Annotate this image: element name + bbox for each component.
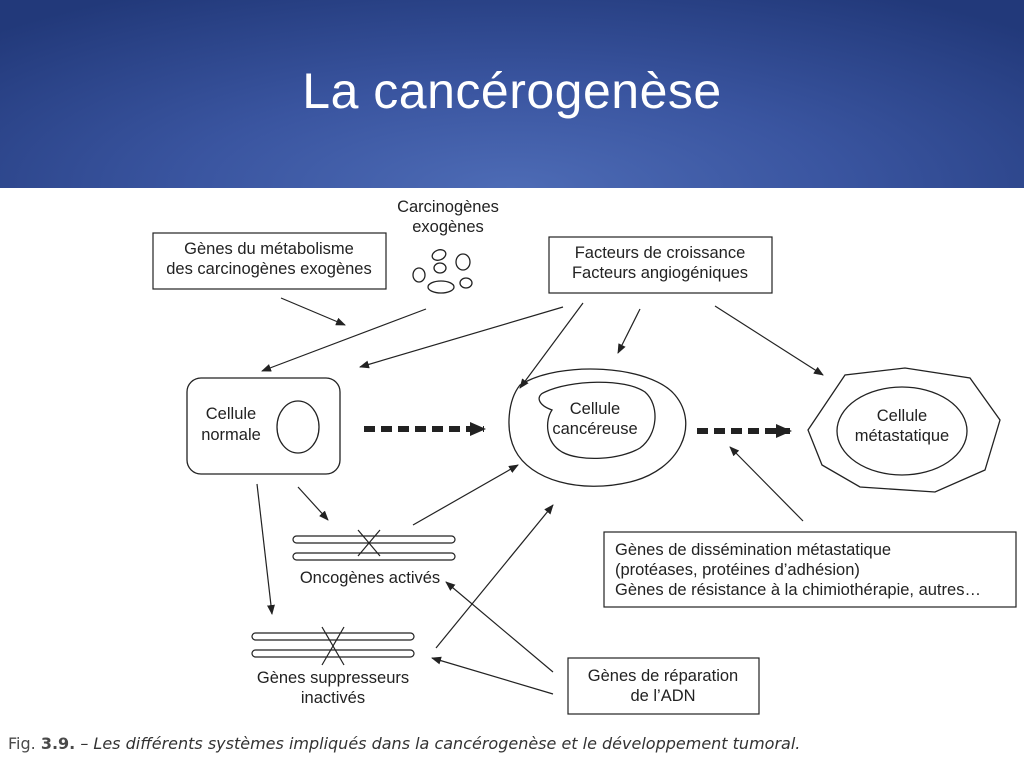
metastatic-genes-box: Gènes de dissémination métastatique (pro…	[603, 531, 1017, 608]
arrow-oncogenes-to-cancer	[412, 464, 519, 526]
caption-text: – Les différents systèmes impliqués dans…	[75, 734, 801, 753]
metastatic-cell: Cellule métastatique	[807, 367, 1001, 493]
metabolism-genes-line2: des carcinogènes exogènes	[166, 260, 371, 278]
figure-number: Fig. 3.9.	[8, 734, 76, 753]
inactivated-suppressor-genes: Gènes suppresseurs inactivés	[251, 626, 415, 707]
arrow-metabolism-to-normal	[280, 297, 346, 326]
arrow-repair-to-oncogenes	[445, 581, 554, 673]
metastatic-cell-line1: Cellule	[877, 407, 927, 425]
oncogenes-label: Oncogènes activés	[300, 569, 440, 587]
growth-factors-line1: Facteurs de croissance	[575, 244, 746, 262]
arrow-growth-to-metastatic	[714, 305, 824, 376]
growth-factors-box: Facteurs de croissance Facteurs angiogén…	[548, 236, 773, 294]
arrow-growth-to-normal	[359, 306, 564, 369]
growth-factors-line2: Facteurs angiogéniques	[572, 264, 748, 282]
activated-oncogenes: Oncogènes activés	[292, 529, 456, 587]
carcinogens-label-line1: Carcinogènes	[397, 198, 499, 216]
metastatic-genes-line2: (protéases, protéines d’adhésion)	[615, 561, 860, 579]
arrow-metastatic-genes-to-transition	[729, 446, 804, 522]
figure-caption: Fig. 3.9. – Les différents systèmes impl…	[8, 734, 1018, 753]
carcinogen-particles-icon	[412, 249, 473, 294]
slide-header: La cancérogenèse	[0, 0, 1024, 188]
dna-strand-icon	[292, 529, 456, 561]
arrow-repair-to-suppressors	[431, 656, 554, 695]
metastatic-cell-line2: métastatique	[855, 427, 949, 445]
metastatic-genes-line3: Gènes de résistance à la chimiothérapie,…	[615, 581, 981, 599]
exogenous-carcinogens: Carcinogènes exogènes	[397, 198, 499, 294]
diagram-arrows	[256, 297, 824, 695]
arrow-suppressors-to-cancer	[435, 504, 554, 649]
cancer-cell-line2: cancéreuse	[552, 420, 637, 438]
suppressor-genes-line2: inactivés	[301, 689, 365, 707]
metabolism-genes-line1: Gènes du métabolisme	[184, 240, 354, 258]
suppressor-genes-line1: Gènes suppresseurs	[257, 669, 409, 687]
dna-repair-genes-box: Gènes de réparation de l’ADN	[567, 657, 760, 715]
arrow-growth-to-cancer	[617, 308, 641, 354]
arrow-carcinogens-to-normal	[261, 308, 427, 372]
arrow-growth-to-cancer-top	[519, 302, 584, 389]
arrow-normal-to-oncogenes	[297, 486, 329, 521]
dna-repair-line2: de l’ADN	[630, 687, 695, 705]
normal-cell-line2: normale	[201, 426, 261, 444]
slide-title: La cancérogenèse	[302, 63, 722, 119]
normal-cell: Cellule normale	[186, 377, 341, 475]
cancer-cell: Cellule cancéreuse	[508, 368, 687, 487]
metastatic-genes-line1: Gènes de dissémination métastatique	[615, 541, 891, 559]
dna-repair-line1: Gènes de réparation	[588, 667, 738, 685]
dna-strand-icon	[251, 626, 415, 666]
cancer-cell-line1: Cellule	[570, 400, 620, 418]
normal-cell-line1: Cellule	[206, 405, 256, 423]
carcinogens-label-line2: exogènes	[412, 218, 484, 236]
arrow-normal-to-suppressors	[256, 483, 275, 615]
metabolism-genes-box: Gènes du métabolisme des carcinogènes ex…	[152, 232, 387, 290]
